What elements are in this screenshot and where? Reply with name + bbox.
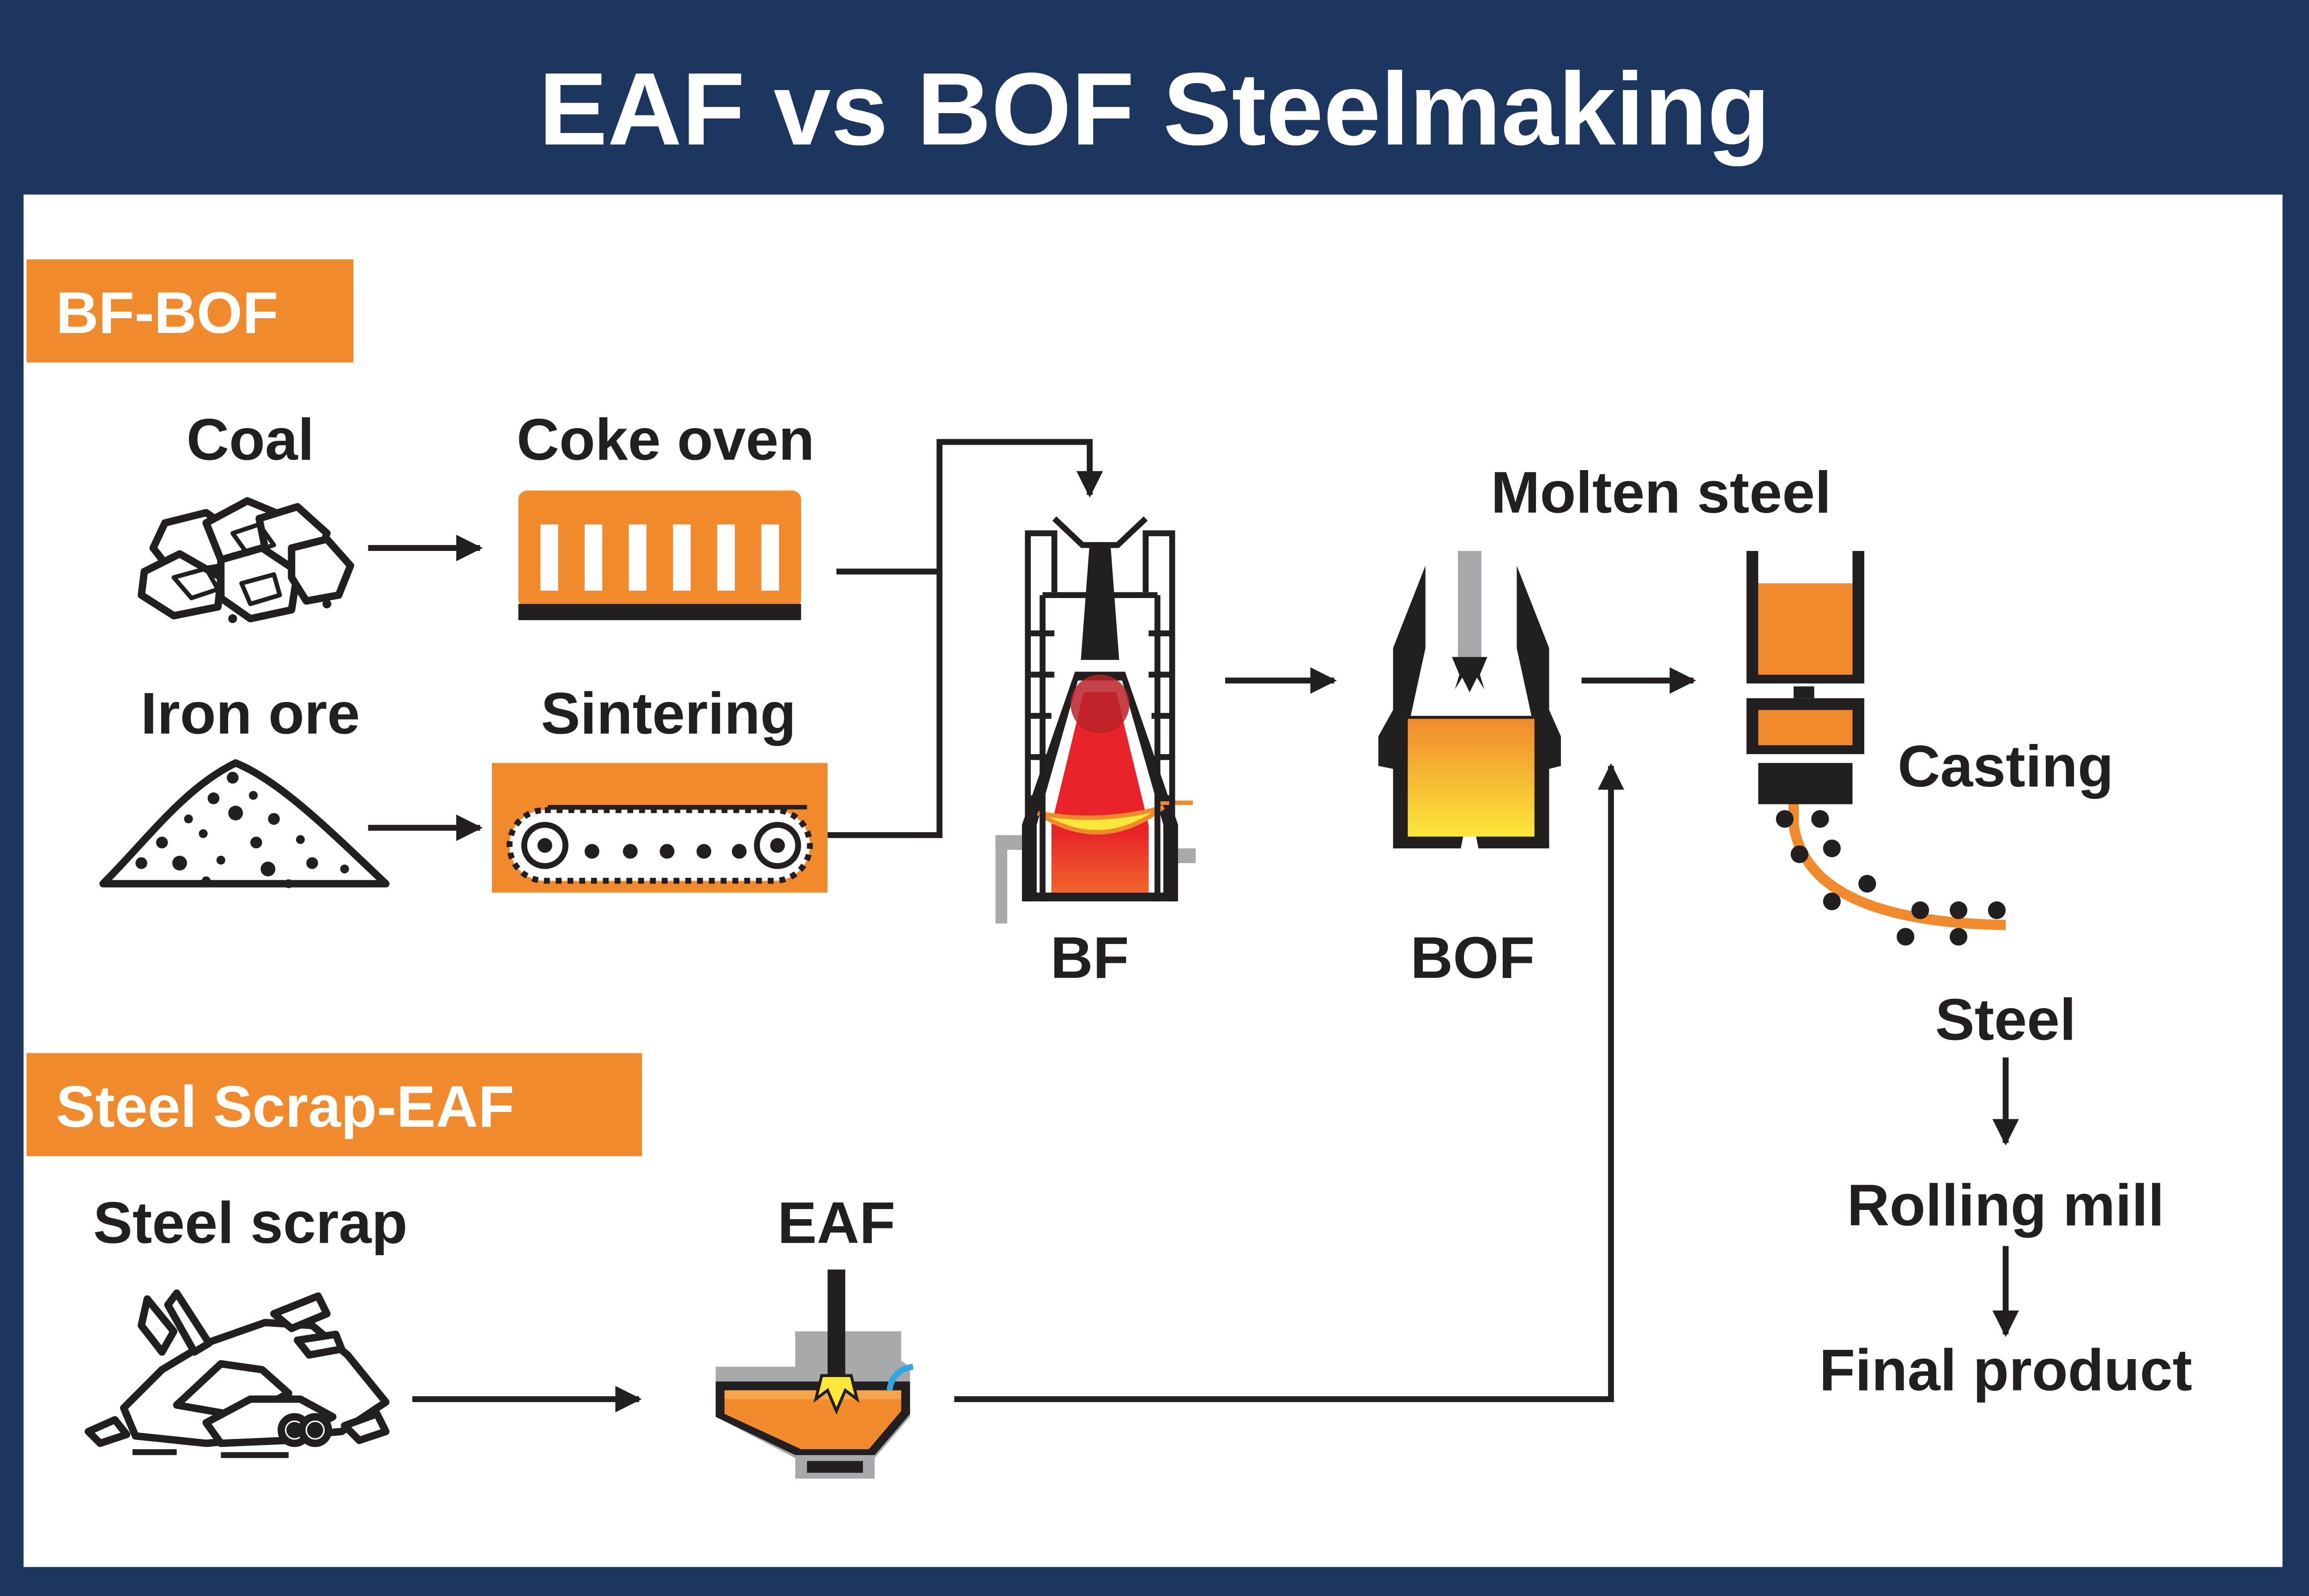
- label-coal: Coal: [187, 407, 314, 472]
- sintering-icon: [492, 763, 828, 893]
- connector-eaf-to-casting: [954, 763, 1625, 1403]
- label-casting: Casting: [1898, 734, 2114, 799]
- label-eaf: EAF: [778, 1191, 895, 1256]
- flow-arrows: [368, 439, 2019, 1413]
- section-badge-bf-bof: [26, 259, 354, 363]
- section-label-scrap-eaf: Steel Scrap-EAF: [56, 1074, 514, 1140]
- label-final-product: Final product: [1819, 1338, 2192, 1403]
- label-bf: BF: [1051, 925, 1129, 991]
- label-steel: Steel: [1935, 987, 2076, 1053]
- coal-icon: [138, 497, 354, 623]
- casting-icon: [1746, 550, 2006, 946]
- connector-to-bf: [828, 439, 1103, 838]
- label-iron-ore: Iron ore: [141, 681, 360, 746]
- section-badge-scrap-eaf: [26, 1053, 642, 1156]
- coke-oven-icon: [518, 490, 801, 620]
- page-title: EAF vs BOF Steelmaking: [539, 52, 1771, 167]
- label-steel-scrap: Steel scrap: [93, 1191, 408, 1256]
- blast-furnace-icon: [995, 516, 1196, 924]
- label-bof: BOF: [1410, 925, 1535, 991]
- label-molten-steel: Molten steel: [1491, 460, 1831, 526]
- label-sintering: Sintering: [541, 681, 796, 746]
- label-coke-oven: Coke oven: [517, 407, 815, 472]
- eaf-icon: [715, 1270, 914, 1479]
- steel-scrap-icon: [85, 1289, 390, 1458]
- iron-ore-icon: [99, 759, 390, 889]
- label-rolling-mill: Rolling mill: [1847, 1173, 2164, 1238]
- section-label-bf-bof: BF-BOF: [56, 280, 278, 346]
- bof-icon: [1378, 550, 1561, 849]
